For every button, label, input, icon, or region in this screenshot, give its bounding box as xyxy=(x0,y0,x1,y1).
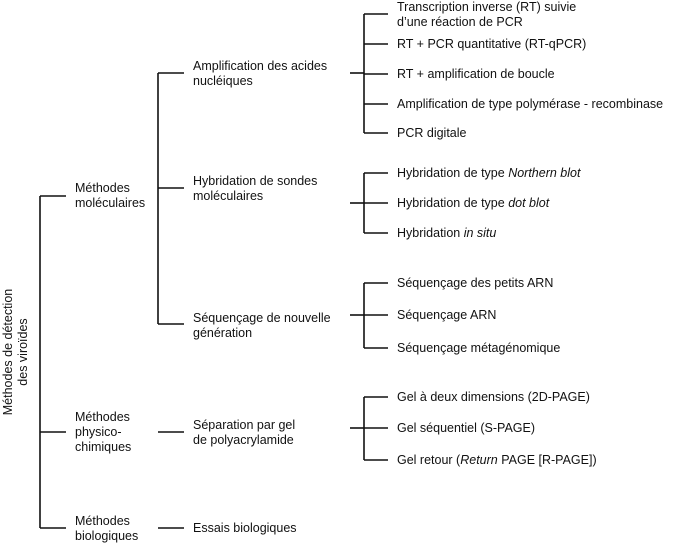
leaf-rt-qpcr: RT + PCR quantitative (RT-qPCR) xyxy=(397,37,587,51)
leaf-label-prefix: Hybridation xyxy=(397,226,464,240)
leaf-label-line: Transcription inverse (RT) suivie xyxy=(397,0,577,14)
leaf-label-italic: in situ xyxy=(463,226,497,240)
leaf-label-prefix: Gel retour ( xyxy=(397,453,461,467)
node-methodes-physico-chimiques: Méthodes physico- chimiques xyxy=(75,410,131,455)
node-label-line: Amplification des acides xyxy=(193,59,328,73)
node-amplification-acides-nucleiques: Amplification des acides nucléiques xyxy=(193,59,327,89)
leaf-rpa: Amplification de type polymérase - recom… xyxy=(397,97,664,111)
leaf-label-prefix: Hybridation de type xyxy=(397,196,509,210)
leaf-label-prefix: Hybridation de type xyxy=(397,166,509,180)
root-label: Méthodes de détection des viroïdes xyxy=(1,289,31,415)
node-label-line: Méthodes xyxy=(75,181,130,195)
node-methodes-biologiques: Méthodes biologiques xyxy=(75,514,138,544)
node-essais-biologiques: Essais biologiques xyxy=(193,521,297,536)
leaf-sequencage-metagenomique: Séquençage métagénomique xyxy=(397,341,561,355)
leaf-pcr-digitale: PCR digitale xyxy=(397,126,467,140)
node-separation-gel-polyacrylamide: Séparation par gel de polyacrylamide xyxy=(193,418,295,448)
leaf-label-italic: Northern blot xyxy=(508,166,581,180)
leaf-2d-page: Gel à deux dimensions (2D-PAGE) xyxy=(397,390,590,404)
leaf-northern-blot: Hybridation de type Northern blot xyxy=(397,166,580,181)
node-hybridation-sondes: Hybridation de sondes moléculaires xyxy=(193,174,317,204)
node-label-line: physico- xyxy=(75,425,122,439)
leaf-label-italic: Return xyxy=(460,453,498,467)
node-label-line: moléculaires xyxy=(193,189,264,203)
node-label-line: moléculaires xyxy=(75,196,146,210)
node-label-line: chimiques xyxy=(75,440,132,454)
leaf-s-page: Gel séquentiel (S-PAGE) xyxy=(397,421,536,435)
leaf-dot-blot: Hybridation de type dot blot xyxy=(397,196,549,211)
leaf-label-italic: dot blot xyxy=(508,196,550,210)
leaf-sequencage-arn: Séquençage ARN xyxy=(397,308,497,322)
node-label-line: Méthodes xyxy=(75,410,130,424)
root-label-line1: Méthodes de détection xyxy=(1,288,15,416)
leaf-rt-lamp: RT + amplification de boucle xyxy=(397,67,555,81)
node-label-line: de polyacrylamide xyxy=(193,433,294,447)
node-label-line: Essais biologiques xyxy=(193,521,297,535)
node-label-line: nucléiques xyxy=(193,74,253,88)
leaf-in-situ: Hybridation in situ xyxy=(397,226,496,241)
leaf-sequencage-petits-arn: Séquençage des petits ARN xyxy=(397,276,554,290)
node-methodes-moleculaires: Méthodes moléculaires xyxy=(75,181,145,211)
leaf-r-page: Gel retour (Return PAGE [R-PAGE]) xyxy=(397,453,597,468)
leaf-rt-pcr: Transcription inverse (RT) suivie d’une … xyxy=(397,0,576,30)
node-label-line: Séparation par gel xyxy=(193,418,296,432)
node-sequencage-nouvelle-generation: Séquençage de nouvelle génération xyxy=(193,311,331,341)
node-label-line: biologiques xyxy=(75,529,139,543)
root-label-line2: des viroïdes xyxy=(16,318,30,386)
node-label-line: Hybridation de sondes xyxy=(193,174,318,188)
root-node: Méthodes de détection des viroïdes xyxy=(0,0,32,543)
node-label-line: génération xyxy=(193,326,253,340)
leaf-label-suffix: PAGE [R-PAGE]) xyxy=(497,453,597,467)
node-label-line: Séquençage de nouvelle xyxy=(193,311,331,325)
leaf-label-line: d’une réaction de PCR xyxy=(397,15,523,29)
node-label-line: Méthodes xyxy=(75,514,130,528)
